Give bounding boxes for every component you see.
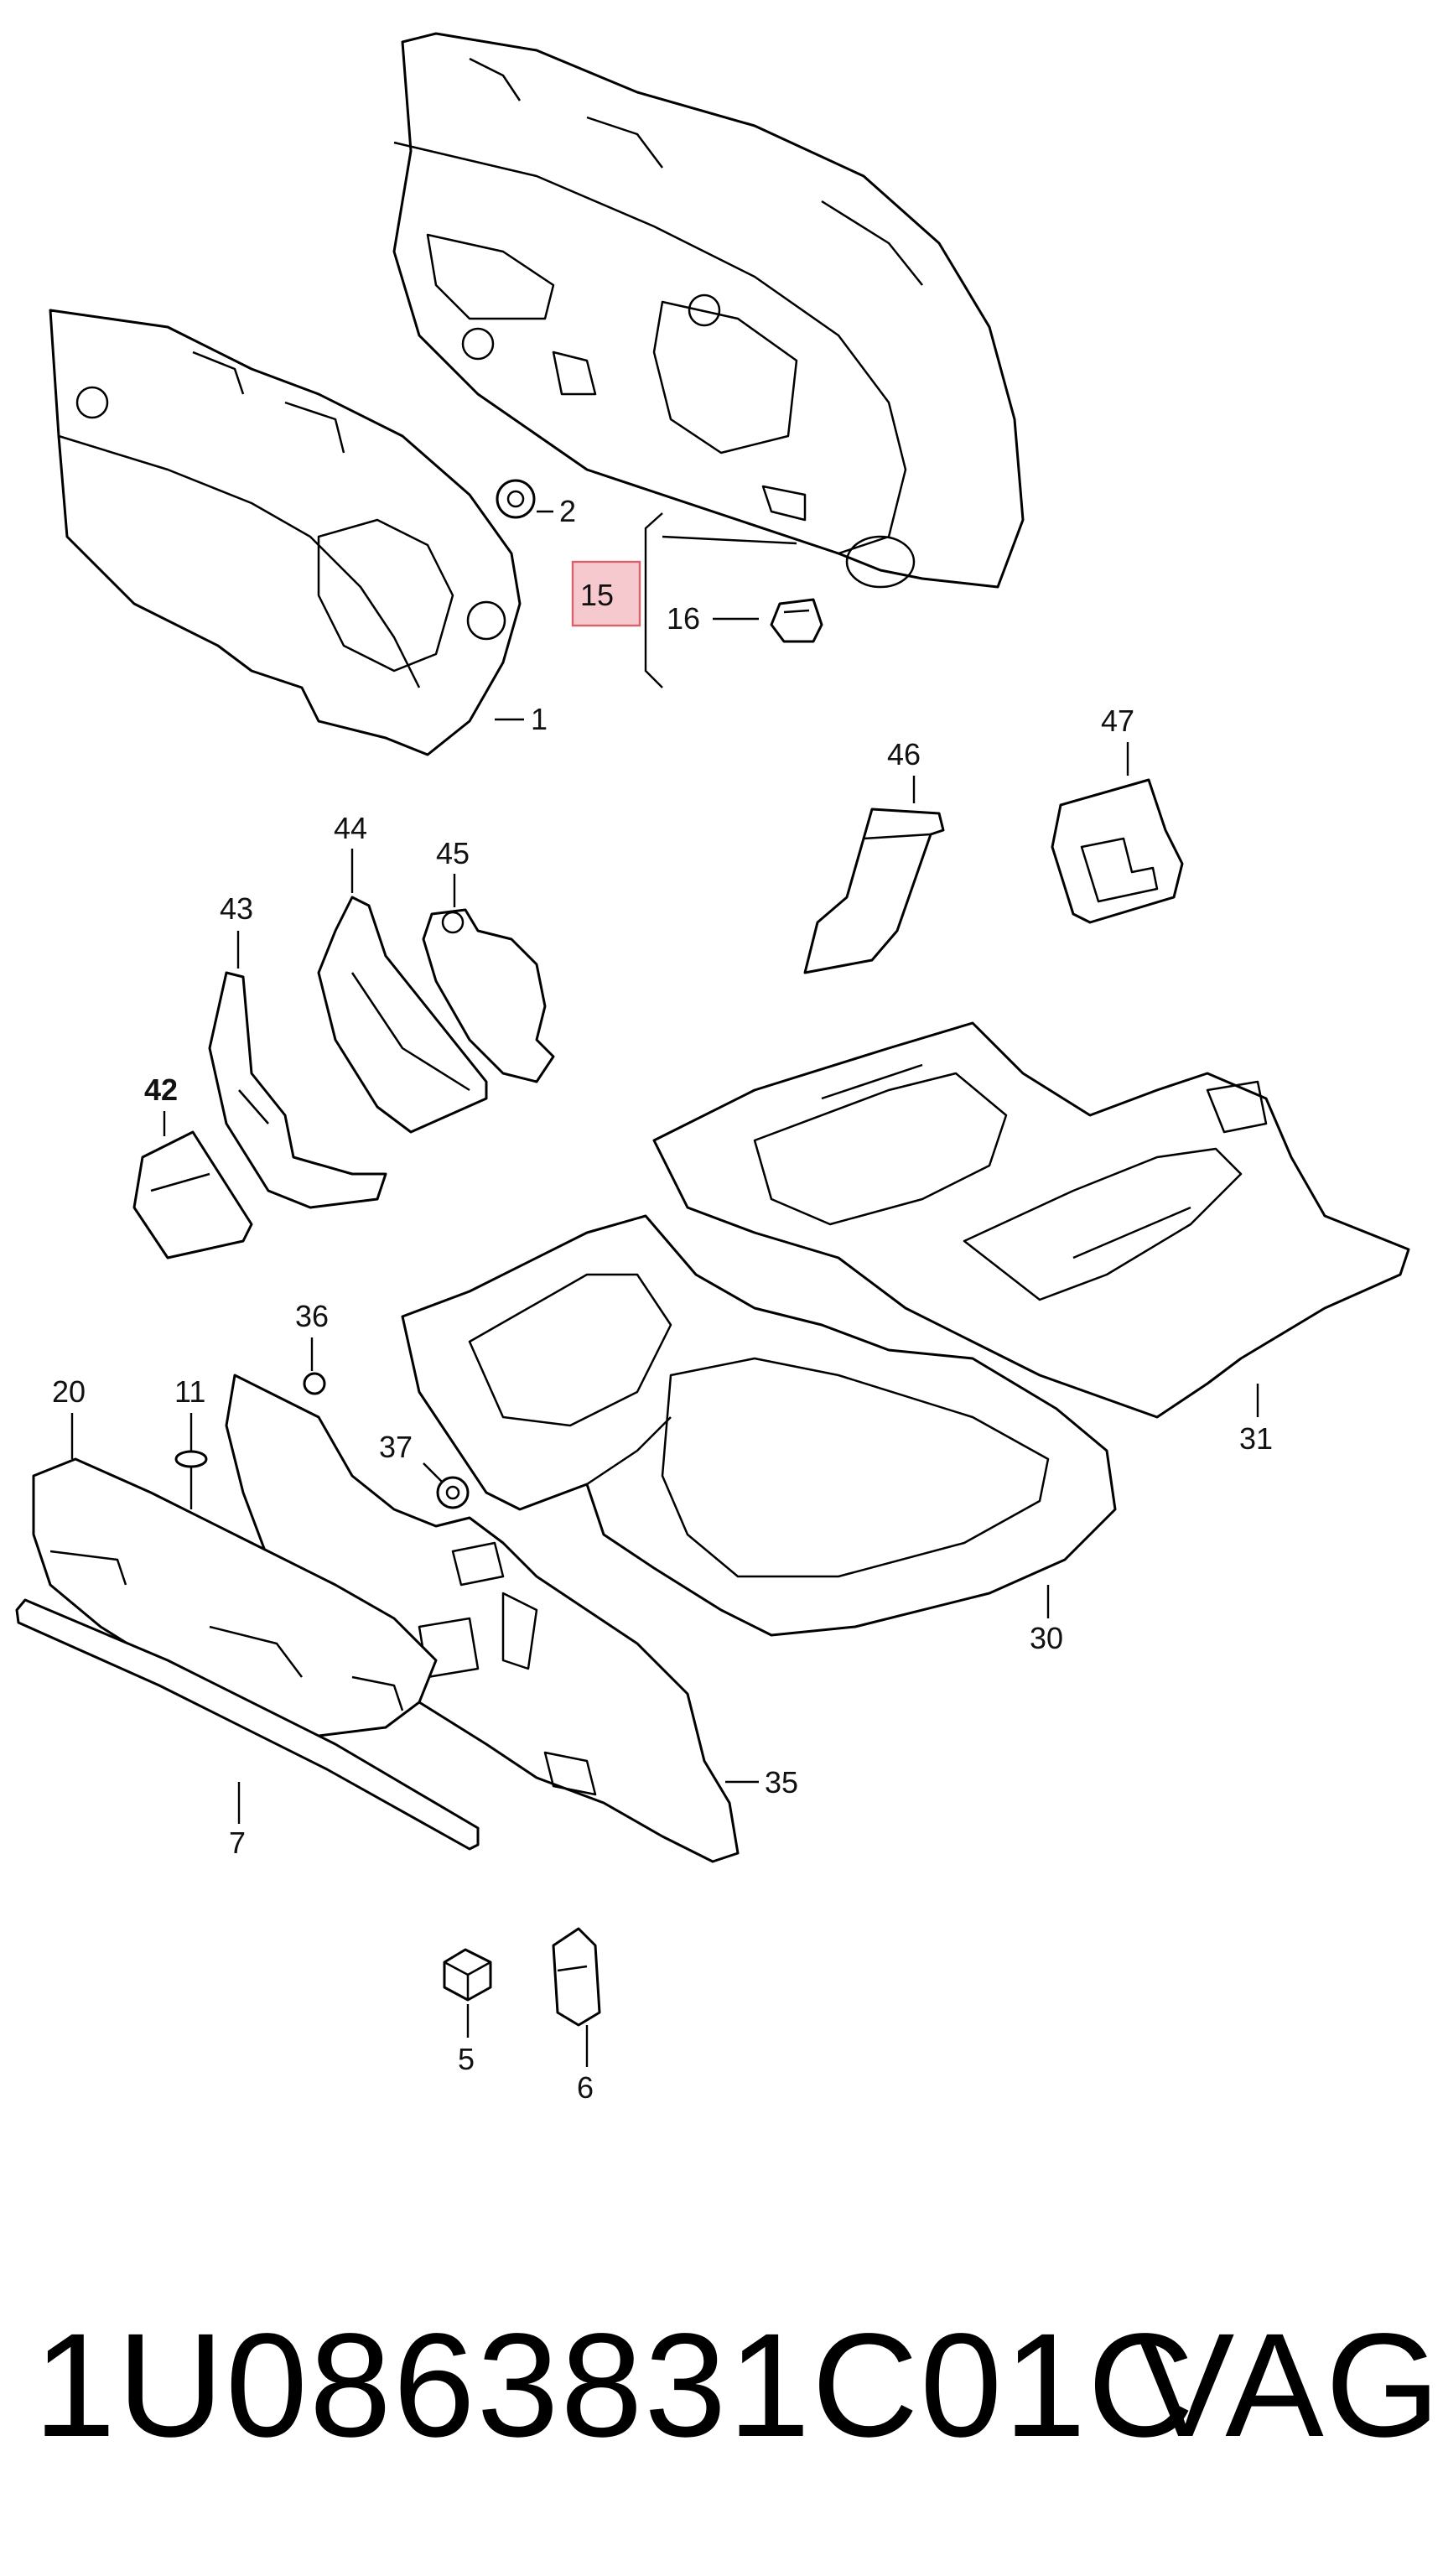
callout-2[interactable]: 2 [559, 494, 576, 528]
parts-diagram: 1 2 15 16 46 47 44 45 43 42 31 36 20 11 … [15, 32, 1410, 2105]
callout-5[interactable]: 5 [458, 2042, 475, 2076]
part-44 [317, 896, 488, 1134]
part-7-strip [15, 1598, 480, 1851]
highlight-box-15 [571, 560, 641, 627]
leader-lines [70, 510, 1259, 2067]
callout-7[interactable]: 7 [229, 1826, 246, 1860]
part-30-floor [401, 1214, 1117, 1637]
callout-42[interactable]: 42 [144, 1072, 178, 1107]
part-36-clip [303, 1372, 326, 1395]
part-11-screw [174, 1450, 208, 1509]
callout-20[interactable]: 20 [52, 1374, 86, 1409]
callout-1[interactable]: 1 [531, 702, 548, 736]
part-46 [803, 808, 945, 974]
callout-47[interactable]: 47 [1101, 704, 1134, 738]
callout-31[interactable]: 31 [1239, 1421, 1273, 1456]
part-bulkhead-insulator [49, 309, 522, 756]
callout-36[interactable]: 36 [295, 1299, 329, 1333]
part-43 [208, 971, 387, 1209]
callout-44[interactable]: 44 [334, 811, 367, 845]
part-47 [1051, 778, 1184, 924]
callout-15[interactable]: 15 [580, 578, 614, 612]
callout-labels: 1 2 15 16 46 47 44 45 43 42 31 36 20 11 … [52, 494, 1273, 2105]
part-42 [132, 1130, 253, 1259]
brand-name: VAG [1136, 2303, 1442, 2468]
callout-43[interactable]: 43 [220, 891, 253, 926]
callout-37[interactable]: 37 [379, 1430, 413, 1464]
part-number: 1U0863831C01C [34, 2303, 1196, 2468]
footer: 1U0863831C01C VAG [34, 2289, 1440, 2482]
part-37-clip [436, 1476, 470, 1509]
callout-11[interactable]: 11 [174, 1374, 205, 1409]
callout-6[interactable]: 6 [577, 2070, 594, 2105]
part-5-block [443, 1948, 492, 2002]
callout-30[interactable]: 30 [1030, 1621, 1063, 1655]
part-clip-2 [496, 479, 536, 519]
part-6-block [552, 1927, 601, 2027]
callout-35[interactable]: 35 [765, 1765, 798, 1800]
part-20-cowl [32, 1457, 438, 1737]
callout-45[interactable]: 45 [436, 836, 470, 870]
part-clip-16 [770, 598, 823, 643]
callout-46[interactable]: 46 [887, 737, 921, 771]
part-hood-panel [392, 32, 1025, 589]
callout-16[interactable]: 16 [667, 601, 700, 636]
part-45 [422, 908, 555, 1083]
part-31-floor [652, 1021, 1410, 1419]
